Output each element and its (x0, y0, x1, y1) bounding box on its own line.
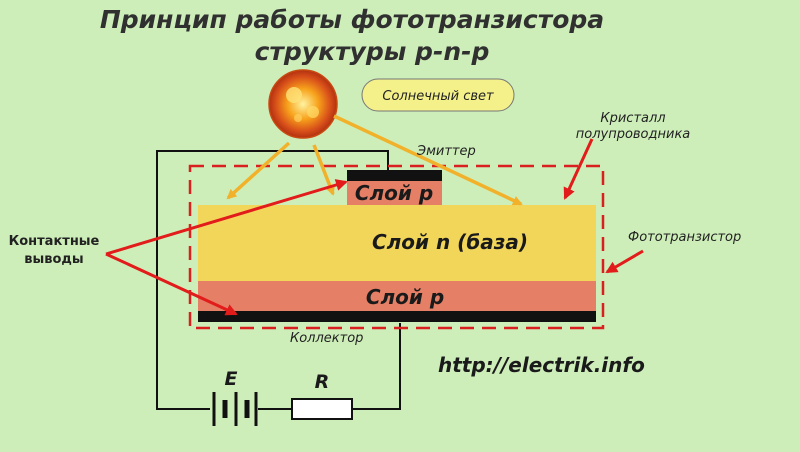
resistor-icon (291, 398, 353, 420)
emitter-label: Эмиттер (416, 144, 476, 159)
crystal-label-line-1: Кристалл (600, 111, 665, 126)
circuit-wire (156, 150, 401, 410)
phototransistor-label: Фототранзистор (628, 230, 741, 245)
collector-label: Коллектор (290, 331, 363, 346)
crystal-label-line-2: полупроводника (576, 127, 691, 142)
emitter-contact (347, 170, 442, 181)
layer-p-top (347, 180, 442, 205)
sunlight-badge: Солнечный свет (361, 78, 515, 112)
pointer-arrows (105, 138, 644, 316)
site-url: http://electrik.info (438, 353, 645, 377)
layer-p-bottom (198, 281, 596, 311)
layer-p-top-label: Слой p (355, 181, 433, 205)
contacts-label-line-2: выводы (24, 252, 83, 267)
title-line-2: структуры p-n-p (255, 37, 490, 66)
layer-p-bottom-label: Слой p (366, 285, 444, 309)
layer-n-base-label: Слой n (база) (372, 230, 528, 254)
title-line-1: Принцип работы фототранзистора (100, 5, 604, 34)
sun-icon (268, 69, 338, 139)
phototransistor-frame (188, 164, 605, 330)
collector-contact (198, 311, 596, 322)
battery-icon (212, 392, 258, 426)
battery-label: E (225, 368, 238, 390)
contacts-label-line-1: Контактные (9, 234, 100, 249)
layer-n-base (198, 205, 596, 281)
sunlight-label: Солнечный свет (382, 89, 494, 104)
resistor-label: R (315, 371, 330, 393)
